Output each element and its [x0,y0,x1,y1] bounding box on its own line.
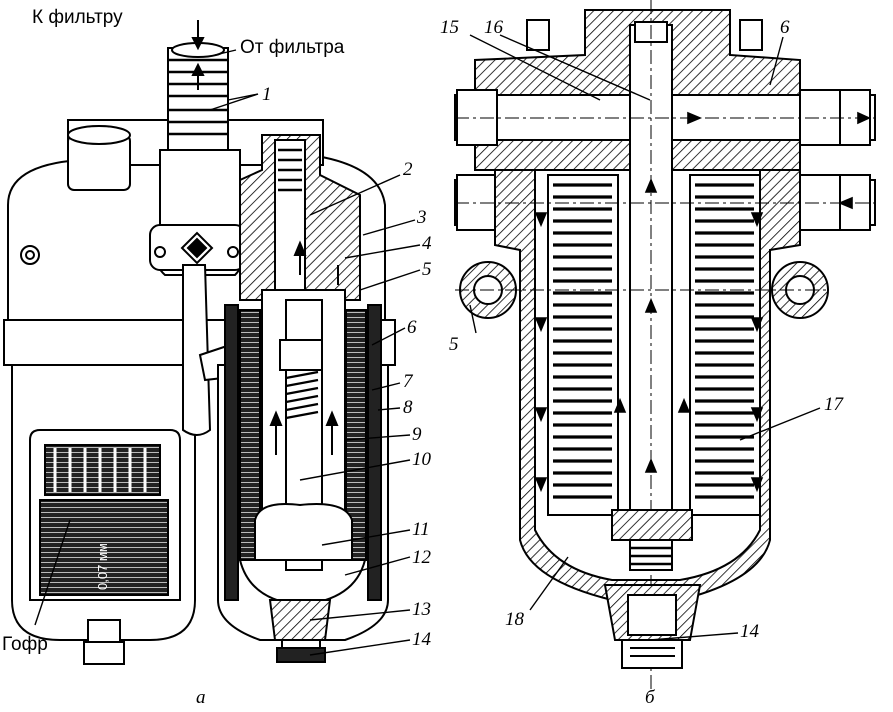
callout-18: 18 [505,609,524,630]
gofr-label: Гофр [2,634,48,655]
from-filter-label: От фильтра [240,37,345,58]
callout-5: 5 [422,259,432,280]
callout-17: 17 [824,394,843,415]
callout-6: 6 [407,317,417,338]
callout-11: 11 [412,519,430,540]
callout-10: 10 [412,449,431,470]
figure-b-drawing [454,0,880,690]
callout-9: 9 [412,424,422,445]
callout-6b: 6 [780,17,790,38]
callout-2: 2 [403,159,413,180]
callout-8: 8 [403,397,413,418]
callout-13: 13 [412,599,431,620]
mesh-size-label: 0,07 мм [95,543,110,590]
caption-b: б [645,687,655,708]
callout-15: 15 [440,17,459,38]
to-filter-label: К фильтру [32,7,123,28]
callout-3: 3 [417,207,427,228]
callout-7: 7 [403,371,413,392]
callout-16: 16 [484,17,503,38]
caption-a: а [196,687,206,708]
callout-12: 12 [412,547,431,568]
callout-5b: 5 [449,334,459,355]
figure-a-drawing [3,20,421,665]
callout-14a: 14 [412,629,431,650]
callout-14b: 14 [740,621,759,642]
callout-4: 4 [422,233,432,254]
callout-1: 1 [262,84,272,105]
